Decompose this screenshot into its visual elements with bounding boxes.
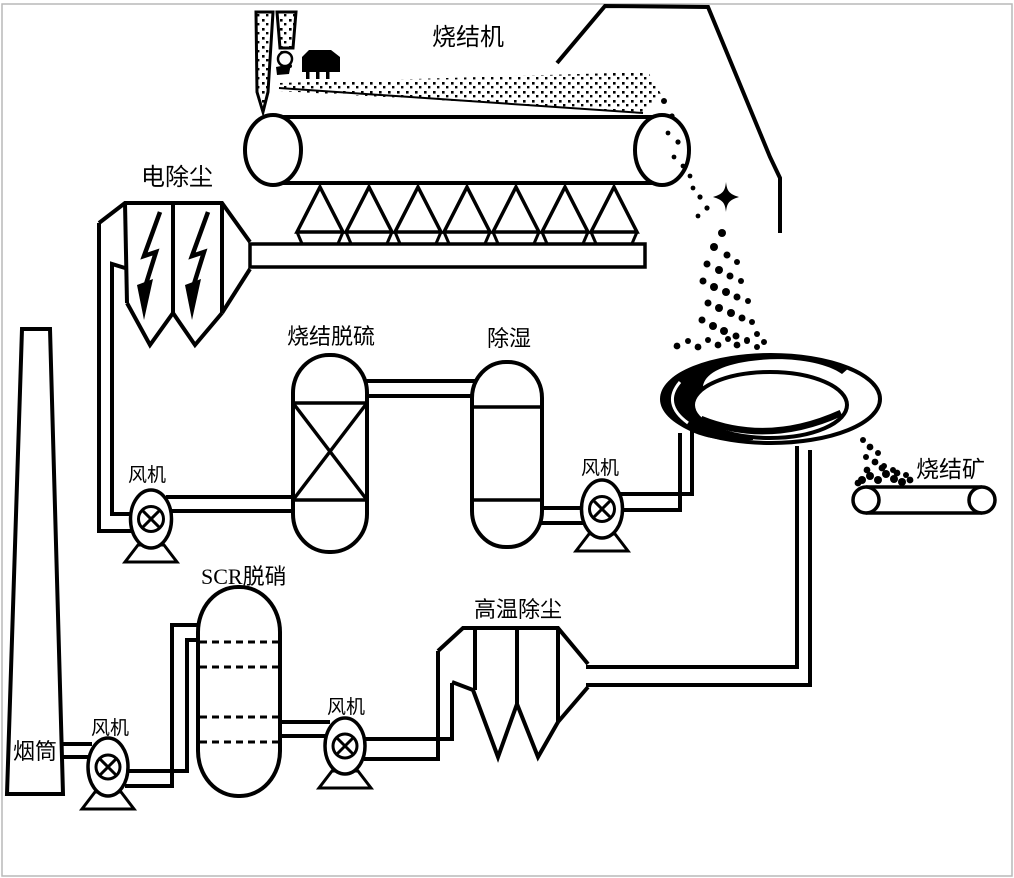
annular-cooler xyxy=(660,336,882,445)
sintering-machine xyxy=(243,3,782,343)
label-scr: SCR脱硝 xyxy=(201,564,287,589)
discharge-spill-dots xyxy=(661,98,710,219)
label-sintering-machine: 烧结机 xyxy=(432,24,504,51)
left-roller xyxy=(243,113,303,187)
cooler-feed-dots xyxy=(673,336,767,351)
falling-sinter-dots xyxy=(698,229,760,343)
label-chimney: 烟筒 xyxy=(13,739,57,764)
pipe-fan3-to-htdust-outer xyxy=(364,651,440,761)
hood-leg xyxy=(306,72,310,79)
pipe-fan2-to-cooler xyxy=(620,430,694,496)
hood-leg xyxy=(326,72,330,79)
bed-slope-line xyxy=(278,87,644,114)
dehumidifier-vessel xyxy=(470,360,544,549)
discharge-hood xyxy=(555,3,782,233)
fan-1 xyxy=(121,488,181,564)
pipe-scr-to-fan4 xyxy=(125,623,200,788)
wind-boxes xyxy=(294,183,640,247)
discharge-electrode-icon xyxy=(137,211,211,320)
pipe-cooler-to-htdust-inner xyxy=(586,450,812,687)
pipe-cooler-to-htdust xyxy=(586,446,799,669)
fan-3 xyxy=(315,716,375,790)
ignition-hood xyxy=(302,50,340,72)
label-high-temp-dust: 高温除尘 xyxy=(474,597,562,622)
right-roller xyxy=(633,113,691,187)
waste-gas-duct xyxy=(248,242,647,269)
fan-2 xyxy=(572,478,632,553)
material-bed xyxy=(279,72,661,112)
drum-feeder xyxy=(276,50,294,68)
feed-chute-right xyxy=(275,10,298,50)
high-temp-dust-collector xyxy=(436,626,590,763)
ore-dots xyxy=(854,437,914,487)
scr-vessel xyxy=(196,585,282,798)
electrostatic-precipitator xyxy=(97,201,252,349)
label-esp: 电除尘 xyxy=(141,164,213,191)
label-fan-4: 风机 xyxy=(91,717,129,739)
label-fan-2: 风机 xyxy=(581,457,619,479)
sparkle-star xyxy=(713,182,739,212)
pipe-scr-to-fan4-inner xyxy=(126,638,200,773)
pipe-fan3-to-htdust xyxy=(364,683,454,741)
label-dehumidification: 除湿 xyxy=(487,326,531,351)
sinter-ore-conveyor xyxy=(851,437,997,515)
catalyst-layers xyxy=(200,640,278,744)
label-fan-3: 风机 xyxy=(327,696,365,718)
feed-chute-left xyxy=(254,10,275,118)
flue-gas-pipes xyxy=(60,223,812,788)
label-desulfurization: 烧结脱硫 xyxy=(287,324,375,349)
label-sinter-ore: 烧结矿 xyxy=(916,457,985,482)
pipe-esp-to-fan1 xyxy=(97,223,140,533)
label-fan-1: 风机 xyxy=(128,464,166,486)
pipe-fan2-to-cooler-inner xyxy=(621,433,682,512)
fan-4 xyxy=(78,736,138,811)
desulfurization-vessel xyxy=(291,353,369,554)
hood-leg xyxy=(316,72,320,79)
cooler-highlight xyxy=(671,381,689,425)
chimney xyxy=(4,327,66,796)
feeder-spout xyxy=(276,64,291,75)
pipe-esp-to-fan1-inner xyxy=(110,261,136,516)
image-border xyxy=(1,3,1013,877)
